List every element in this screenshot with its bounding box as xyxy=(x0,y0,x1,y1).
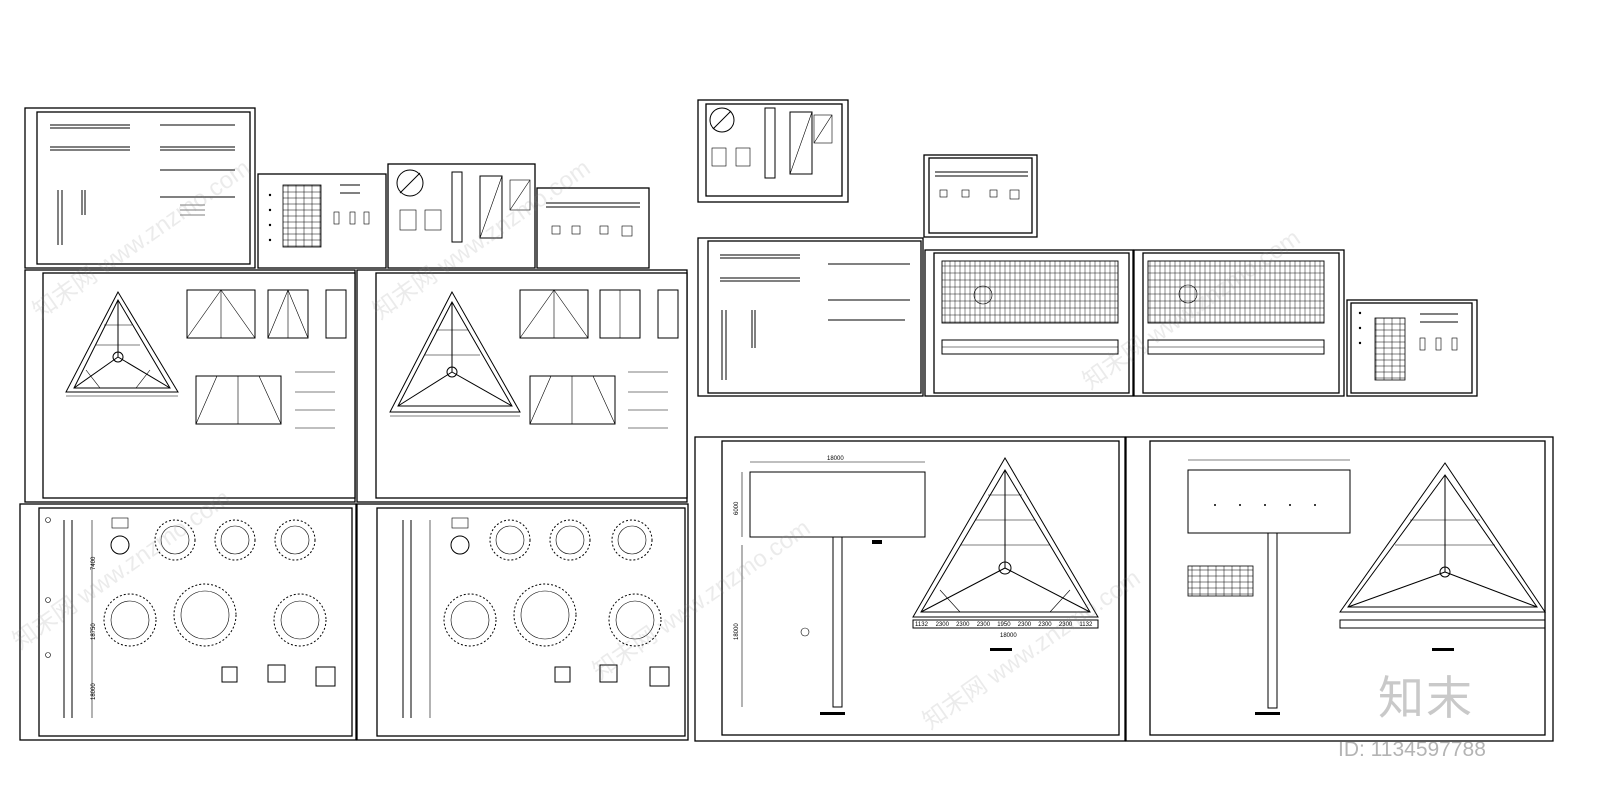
span-dim-label: 2300 xyxy=(956,622,970,628)
board-height-dim: 6000 xyxy=(734,501,740,515)
span-dim-label: 1950 xyxy=(997,622,1011,628)
sheet-11-detail-sheet xyxy=(697,237,924,397)
column-dim-c: 18000 xyxy=(91,683,97,700)
sheet-8-column-rings xyxy=(356,503,689,741)
column-dim-b: 18750 xyxy=(91,623,97,640)
column-dim-a: 7400 xyxy=(91,556,97,570)
image-id-label: ID: 1134597788 xyxy=(1338,738,1486,761)
sheet-9-small-detail xyxy=(697,99,849,203)
span-dim-label: 1132 xyxy=(915,622,929,628)
sheet-4-truss-bar xyxy=(536,187,650,269)
sheet-1-detail-sheet xyxy=(24,107,256,269)
span-dim-label: 2300 xyxy=(936,622,950,628)
sheet-13-panel-elevation xyxy=(1133,249,1345,397)
sheet-14-panel-grid xyxy=(1346,299,1478,397)
span-dim-label: 2300 xyxy=(1018,622,1032,628)
span-dim-label: 2300 xyxy=(1038,622,1052,628)
sheet-10-truss-detail xyxy=(923,154,1038,238)
sheet-16-billboard-elevation xyxy=(1125,436,1554,742)
base-dim: 18000 xyxy=(1000,633,1017,639)
sheet-7-column-rings: 7400 18750 18000 xyxy=(19,503,357,741)
sheet-6-triangle-plan xyxy=(356,269,688,503)
sheet-3-connection-detail xyxy=(387,163,536,269)
sheet-15-billboard-elevation: 18000 6000 18000 18000 xyxy=(694,436,1126,742)
sheet-5-triangle-plan xyxy=(24,269,356,503)
span-dim-label: 2300 xyxy=(1059,622,1073,628)
sheet-12-panel-elevation xyxy=(924,249,1134,397)
span-dim-label: 1132 xyxy=(1079,622,1093,628)
column-height-dim: 18000 xyxy=(734,623,740,640)
span-dim-label: 2300 xyxy=(977,622,991,628)
brand-logo: 知末 xyxy=(1378,672,1474,724)
board-width-dim: 18000 xyxy=(827,456,844,462)
sheet-2-panel-grid xyxy=(257,173,387,269)
